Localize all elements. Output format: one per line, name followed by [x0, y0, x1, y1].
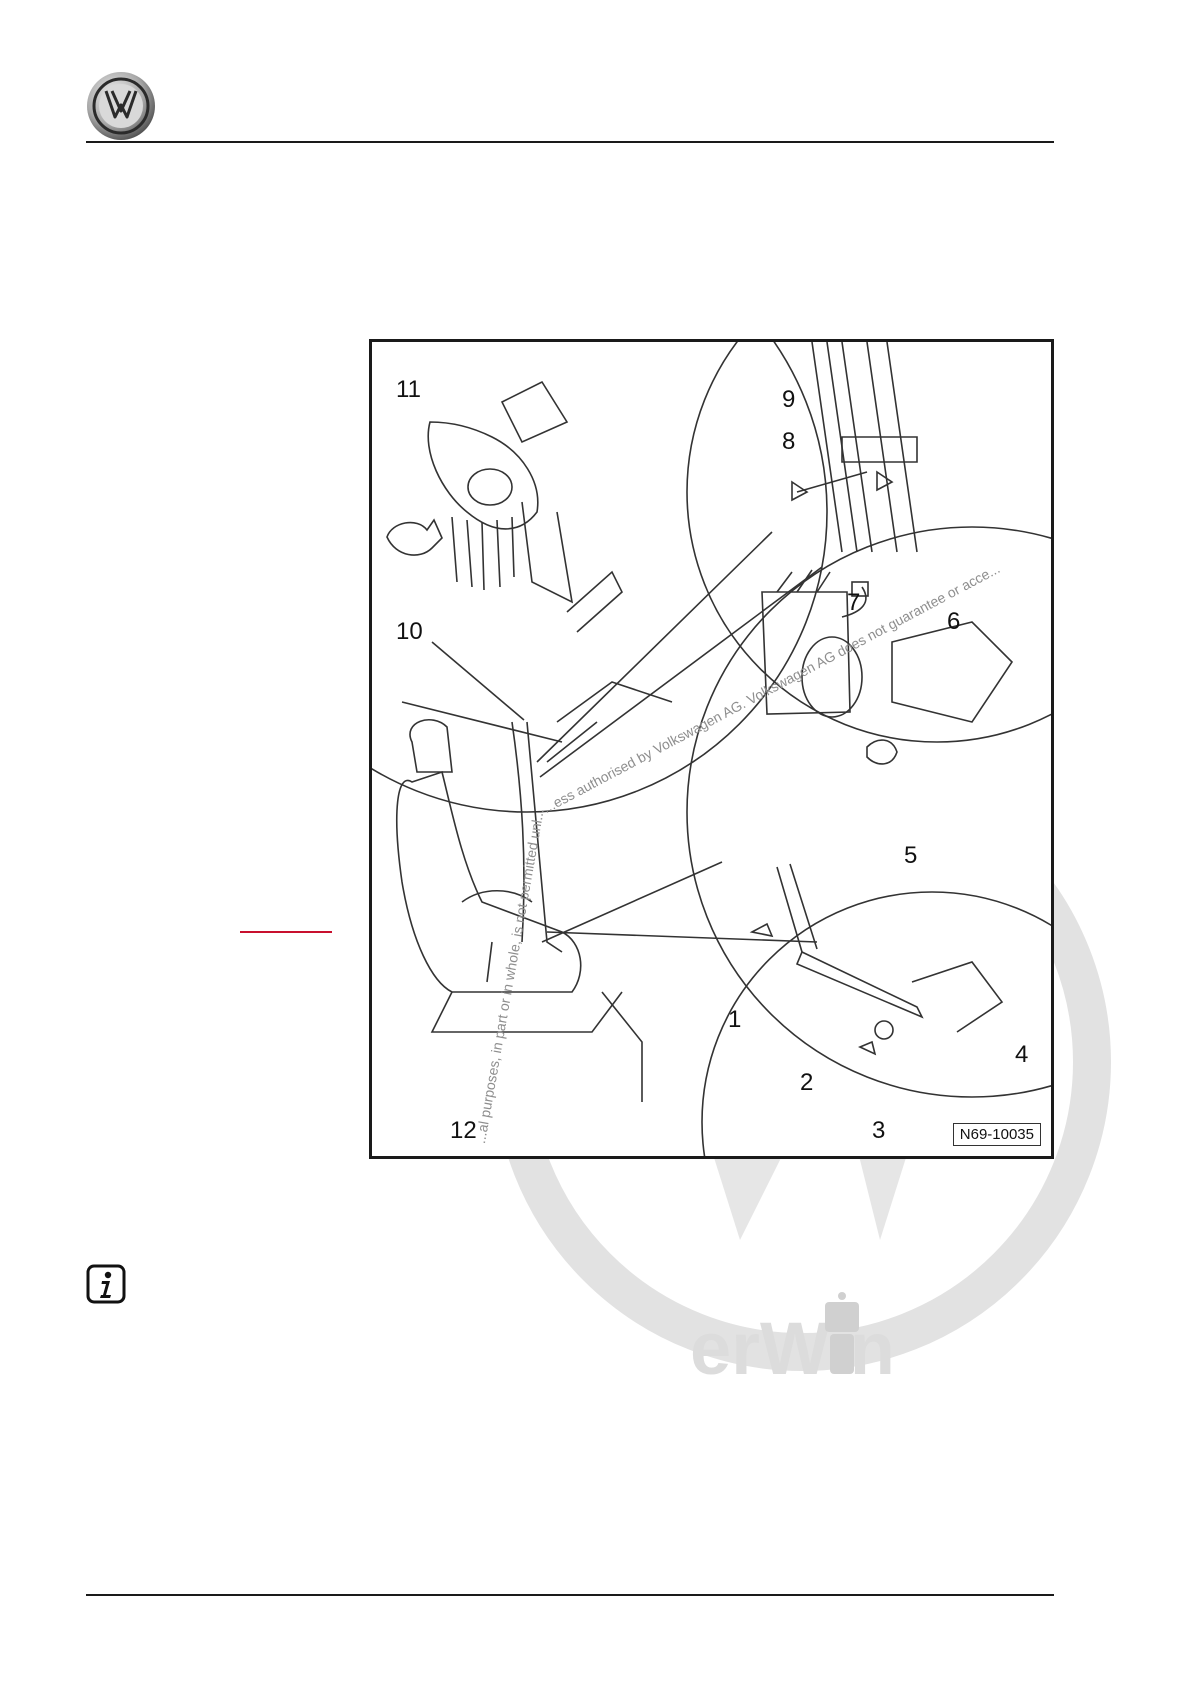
callout-2: 2 [800, 1069, 813, 1097]
exploded-view-figure: ...ess authorised by Volkswagen AG. Volk… [369, 339, 1054, 1159]
callout-4: 4 [1015, 1041, 1028, 1069]
callout-1: 1 [728, 1006, 741, 1034]
seat-belt-illustration [372, 342, 1051, 1156]
callout-9: 9 [782, 386, 795, 414]
watermark-brand-text: erWin [690, 1307, 895, 1390]
figure-reference-code: N69-10035 [953, 1123, 1041, 1146]
callout-12: 12 [450, 1117, 477, 1145]
callout-8: 8 [782, 428, 795, 456]
callout-3: 3 [872, 1117, 885, 1145]
callout-10: 10 [396, 618, 423, 646]
callout-6: 6 [947, 608, 960, 636]
footer-rule [86, 1594, 1054, 1596]
header-rule [86, 141, 1054, 143]
vw-logo-icon [86, 71, 156, 141]
callout-5: 5 [904, 842, 917, 870]
callout-11: 11 [396, 376, 421, 404]
cross-reference-link[interactable] [240, 931, 332, 933]
callout-7: 7 [847, 589, 860, 617]
info-icon [86, 1264, 126, 1304]
